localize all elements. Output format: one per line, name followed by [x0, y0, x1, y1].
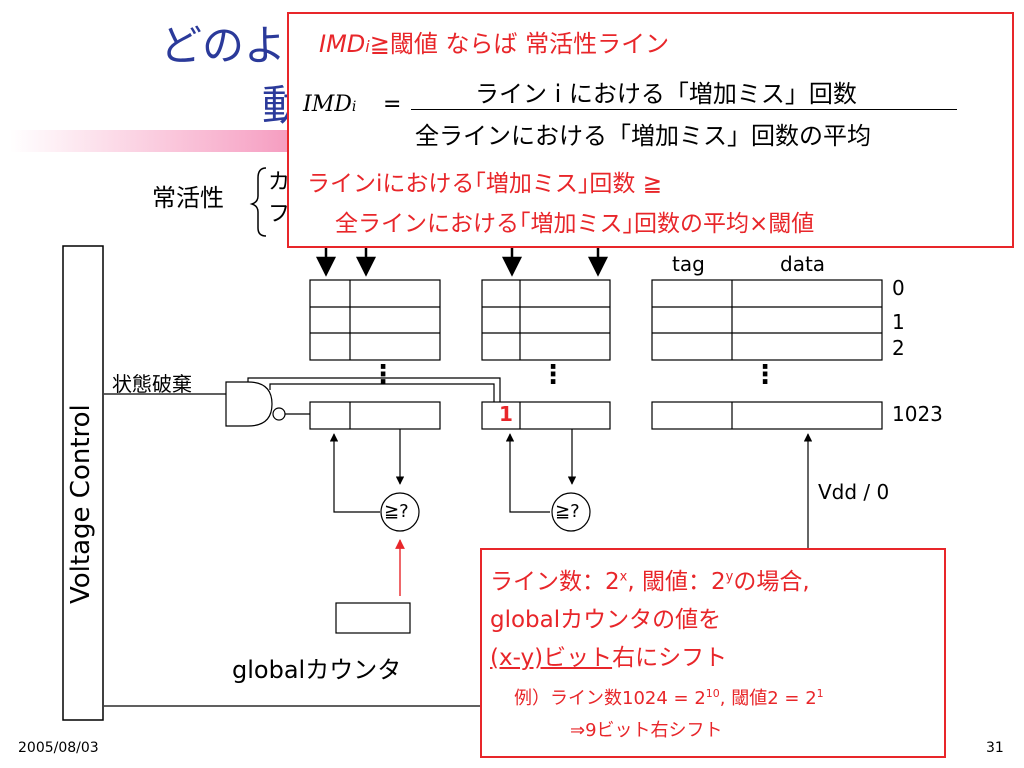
- vdd-label: Vdd / 0: [818, 480, 890, 504]
- global-counter-box: [335, 602, 411, 634]
- voltage-control-box: [62, 245, 104, 721]
- activity-brace: [249, 167, 267, 237]
- imd-heading: IMDi≧閾値 ならば 常活性ライン: [319, 30, 670, 58]
- imd-rule-line1: ラインiにおける｢増加ミス｣回数 ≧: [307, 171, 662, 197]
- cache-array-data: [651, 279, 883, 430]
- comparator-2-label: ≧?: [555, 501, 580, 522]
- index-0: 0: [892, 276, 905, 300]
- comparator-2: [551, 492, 591, 532]
- voltage-control-label: Voltage Control: [66, 404, 96, 604]
- cache-array-1: [309, 279, 441, 430]
- imd-definition-box: IMDi≧閾値 ならば 常活性ライン IMDi = ライン i における「増加ミ…: [287, 12, 1014, 248]
- ellipsis-array-3: ⋮: [752, 360, 778, 390]
- data-header: data: [780, 252, 826, 276]
- shift-example-line1: 例）ライン数1024 = 210, 閾値2 = 21: [514, 687, 824, 709]
- index-1: 1: [892, 310, 905, 334]
- destroy-gate: [225, 381, 286, 427]
- ellipsis-array-2: ⋮: [540, 360, 566, 390]
- comparator-1-label: ≧?: [384, 501, 409, 522]
- comparator-1: [380, 492, 420, 532]
- index-2: 2: [892, 336, 905, 360]
- imd-rule-line2: 全ラインにおける｢増加ミス｣回数の平均×閾値: [335, 211, 815, 237]
- activity-label: 常活性: [152, 184, 224, 212]
- footer-date: 2005/08/03: [18, 740, 99, 756]
- shift-line2: globalカウンタの値を: [490, 607, 722, 633]
- marked-bit: 1: [499, 402, 513, 426]
- formula-equals: =: [383, 92, 402, 117]
- formula-fraction-bar: [411, 109, 957, 110]
- formula-lhs: IMDi: [303, 92, 357, 117]
- shift-line1: ライン数：2x, 閾値：2yの場合,: [490, 569, 810, 595]
- ellipsis-array-1: ⋮: [370, 360, 396, 390]
- shift-example-line2: ⇒9ビット右シフト: [570, 720, 723, 741]
- footer-page-number: 31: [986, 740, 1004, 756]
- tag-header: tag: [672, 252, 705, 276]
- formula-numerator: ライン i における「増加ミス」回数: [475, 80, 857, 108]
- global-counter-label: globalカウンタ: [232, 656, 402, 684]
- formula-denominator: 全ラインにおける「増加ミス」回数の平均: [415, 122, 871, 150]
- shift-line3: (x-y)ビット右にシフト: [490, 645, 728, 671]
- cache-array-2: [481, 279, 611, 430]
- state-destroy-label: 状態破棄: [112, 372, 192, 396]
- activity-item-2: フ: [268, 202, 291, 227]
- shift-explanation-box: ライン数：2x, 閾値：2yの場合, globalカウンタの値を (x-y)ビッ…: [480, 548, 946, 758]
- activity-item-1: カ: [268, 170, 291, 195]
- index-last: 1023: [892, 402, 943, 426]
